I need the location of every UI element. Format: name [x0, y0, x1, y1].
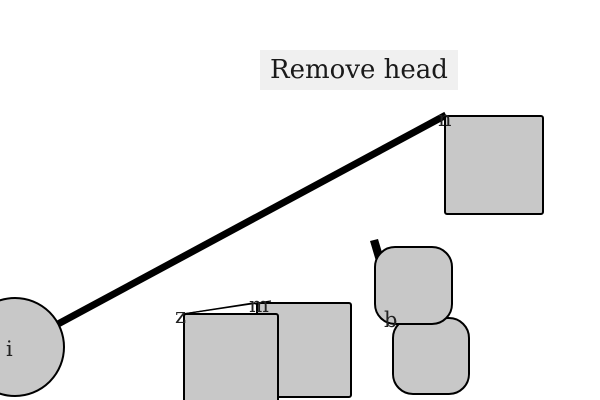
edge-z-m-secondary — [182, 300, 272, 315]
node-label-n: n — [438, 107, 452, 131]
node-i[interactable] — [0, 297, 65, 397]
remove-head-button[interactable]: Remove head — [260, 50, 458, 90]
node-label-z: z — [175, 304, 186, 328]
node-v[interactable] — [374, 246, 453, 325]
node-b[interactable] — [392, 317, 470, 395]
node-z[interactable] — [183, 313, 279, 400]
edge-i-n — [56, 111, 448, 328]
node-label-b: b — [384, 308, 397, 332]
node-label-i: i — [6, 337, 13, 361]
node-n[interactable] — [444, 115, 544, 215]
node-label-m: m — [249, 293, 269, 317]
